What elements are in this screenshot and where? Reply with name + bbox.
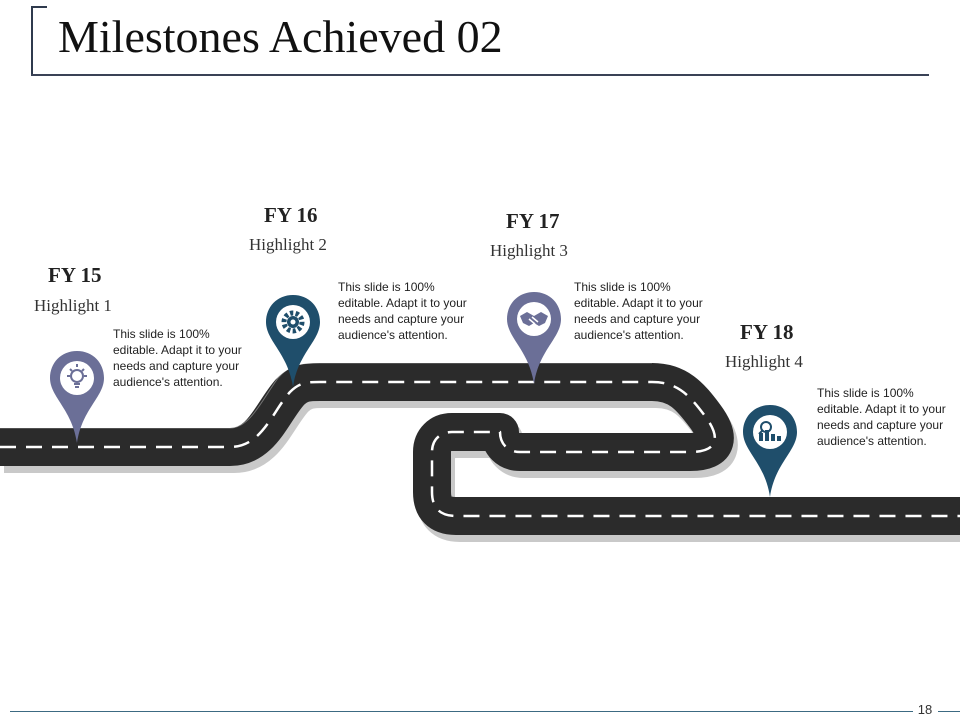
title-bracket [31,6,47,74]
milestone-description: This slide is 100% editable. Adapt it to… [338,280,467,342]
road-edge-highlight [0,362,652,429]
map-pin-marker [507,292,561,384]
milestone-description: This slide is 100% editable. Adapt it to… [113,327,242,389]
milestone-year: FY 18 [740,320,794,344]
milestone-description: This slide is 100% editable. Adapt it to… [817,386,946,448]
title-underline [31,74,929,76]
milestone-highlight: Highlight 3 [490,241,568,260]
growth-chart-icon [758,421,781,441]
lightbulb-icon [67,364,87,388]
handshake-icon [520,312,548,326]
road-lane-markings [0,380,960,518]
milestone-year: FY 17 [506,209,560,233]
slide-title: Milestones Achieved 02 [58,11,503,62]
map-pin-marker [50,351,104,443]
map-pin-marker [266,295,320,387]
footer-rule-right [938,711,960,712]
milestone-description: This slide is 100% editable. Adapt it to… [574,280,703,342]
gear-icon [281,310,305,334]
milestone-year: FY 15 [48,263,102,287]
milestone-highlight: Highlight 2 [249,235,327,254]
milestone-highlight: Highlight 4 [725,352,803,371]
page-number: 18 [917,702,933,717]
map-pin-marker [743,405,797,497]
footer-rule-left [10,711,913,712]
milestone-highlight: Highlight 1 [34,296,112,315]
milestone-year: FY 16 [264,203,318,227]
